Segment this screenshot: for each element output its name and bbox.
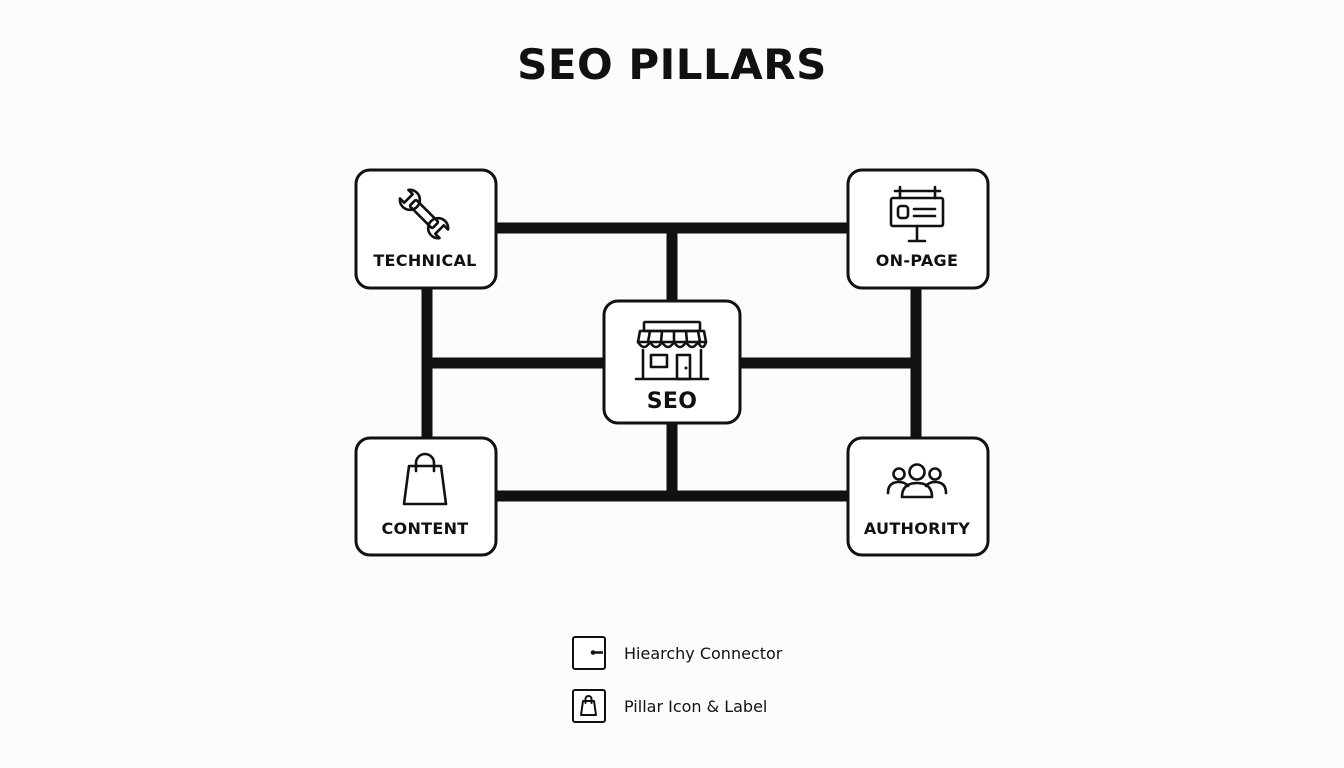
legend-label-connector: Hiearchy Connector <box>624 643 783 663</box>
legend-item-pillar: Pillar Icon & Label <box>572 687 782 725</box>
hierarchy-connectors <box>421 222 922 502</box>
legend-label-pillar: Pillar Icon & Label <box>624 696 768 716</box>
legend: Hiearchy Connector Pillar Icon & Label <box>572 634 782 740</box>
connector-icon <box>572 636 606 670</box>
pillar-authority-label: AUTHORITY <box>864 519 970 538</box>
page-title: SEO PILLARS <box>517 40 827 89</box>
pillar-authority: AUTHORITY <box>846 436 990 557</box>
billboard-icon <box>889 185 945 243</box>
pillar-technical-label: TECHNICAL <box>373 251 476 270</box>
pillar-content: CONTENT <box>354 436 498 557</box>
pillar-technical-box <box>354 168 498 290</box>
pillar-onpage-label: ON-PAGE <box>876 251 958 270</box>
storefront-icon <box>634 320 710 381</box>
pillar-content-label: CONTENT <box>382 519 469 538</box>
pillar-seo-label: SEO <box>647 389 697 414</box>
pillar-onpage: ON-PAGE <box>846 168 990 290</box>
wrench-icon <box>398 188 450 240</box>
pillar-seo-center: SEO <box>602 299 742 425</box>
pillar-content-box <box>354 436 498 557</box>
pillar-technical: TECHNICAL <box>354 168 498 290</box>
shopping-bag-icon <box>572 689 606 723</box>
shopping-bag-icon <box>402 452 448 506</box>
pillar-seo-box <box>602 299 742 425</box>
user-group-icon <box>886 463 948 499</box>
legend-item-connector: Hiearchy Connector <box>572 634 782 672</box>
